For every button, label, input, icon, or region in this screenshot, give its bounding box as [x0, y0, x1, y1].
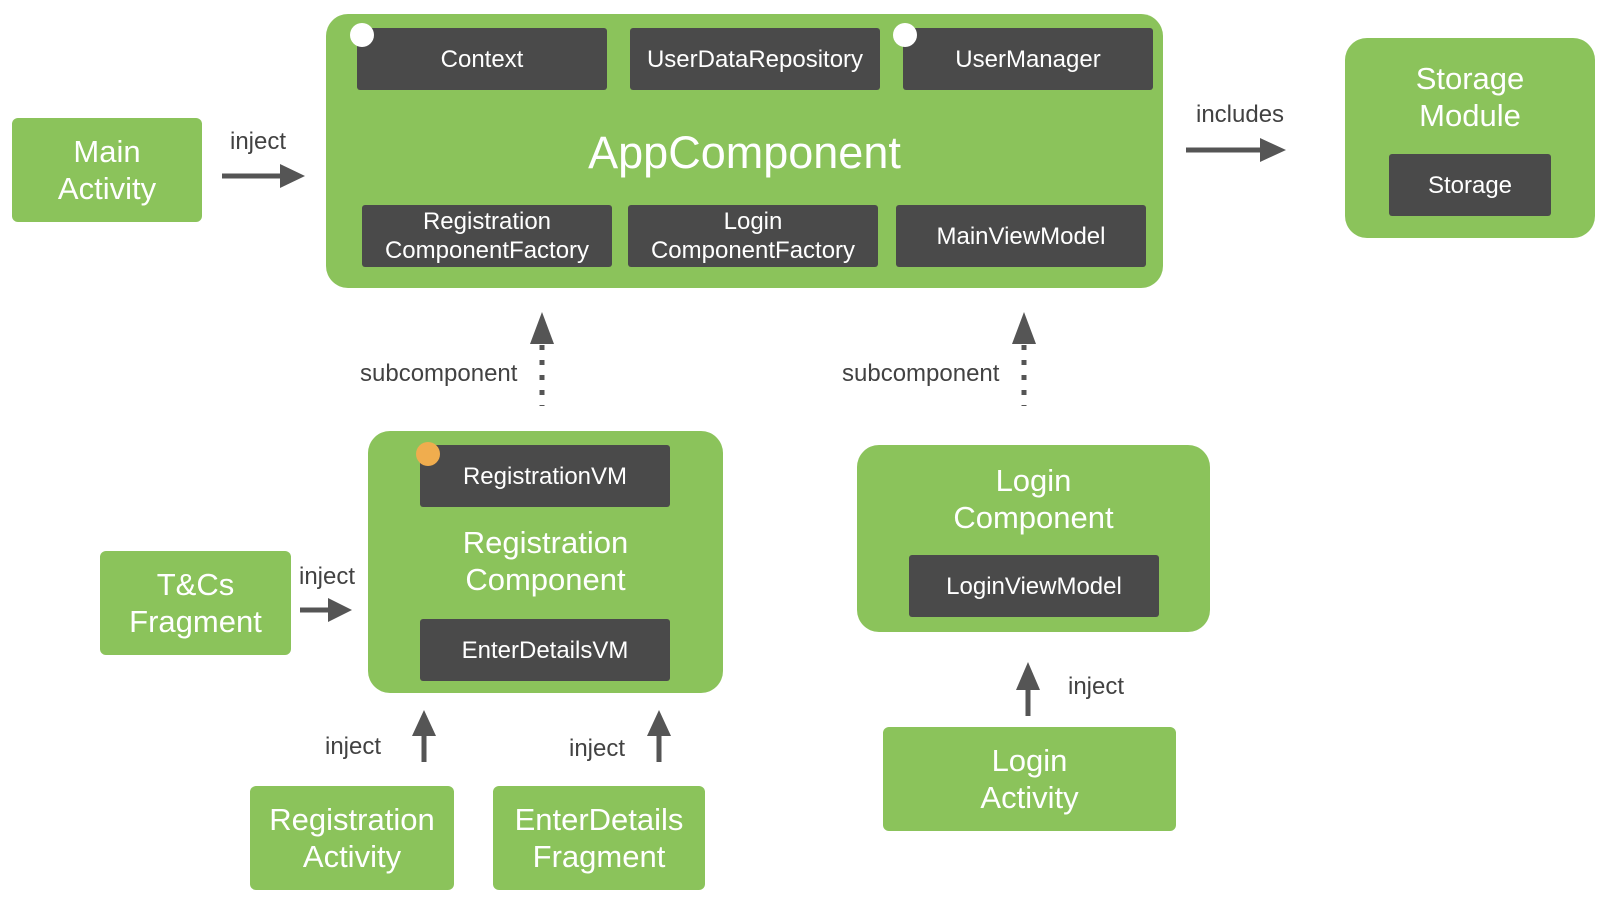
arrow-includes [1186, 138, 1286, 162]
main-activity-box: Main Activity [12, 118, 202, 222]
scope-dot-context [350, 23, 374, 47]
scope-dot-registration-vm [416, 442, 440, 466]
storage-module: Storage Module Storage [1345, 38, 1595, 238]
enter-details-vm-item: EnterDetailsVM [420, 619, 670, 681]
login-component-factory-item: Login ComponentFactory [628, 205, 878, 267]
main-view-model-item: MainViewModel [896, 205, 1146, 267]
user-manager-item: UserManager [903, 28, 1153, 90]
user-data-repository-item: UserDataRepository [630, 28, 880, 90]
storage-module-title: Storage Module [1415, 61, 1525, 133]
label-inject-main: inject [230, 128, 287, 155]
login-view-model-item: LoginViewModel [909, 555, 1159, 617]
arrow-subcomponent-login [1012, 312, 1036, 406]
label-inject-login-activity: inject [1068, 673, 1125, 700]
arrow-inject-tcs [300, 598, 352, 622]
registration-component-title: Registration Component [462, 525, 629, 597]
context-item: Context [357, 28, 607, 90]
label-inject-enter-details: inject [569, 735, 626, 762]
label-inject-tcs: inject [299, 563, 356, 590]
registration-component: RegistrationVM Registration Component En… [368, 431, 723, 693]
login-activity-box: Login Activity [883, 727, 1176, 831]
storage-item: Storage [1389, 154, 1551, 216]
enter-details-fragment-box: EnterDetails Fragment [493, 786, 705, 890]
registration-activity-box: Registration Activity [250, 786, 454, 890]
arrow-inject-main [222, 164, 305, 188]
login-component: Login Component LoginViewModel [857, 445, 1210, 632]
label-inject-registration-activity: inject [325, 733, 382, 760]
label-includes: includes [1196, 101, 1285, 128]
arrow-subcomponent-registration [530, 312, 554, 406]
login-component-title: Login Component [953, 463, 1114, 535]
arrow-inject-login-activity [1016, 662, 1040, 716]
arrow-inject-registration-activity [412, 710, 436, 762]
label-subcomponent-login: subcomponent [842, 360, 1000, 387]
registration-component-factory-item: Registration ComponentFactory [362, 205, 612, 267]
label-subcomponent-registration: subcomponent [360, 360, 518, 387]
scope-dot-user-manager [893, 23, 917, 47]
tcs-fragment-box: T&Cs Fragment [100, 551, 291, 655]
app-component: Context UserDataRepository UserManager A… [326, 14, 1163, 288]
registration-vm-item: RegistrationVM [420, 445, 670, 507]
app-component-title: AppComponent [588, 127, 901, 178]
arrow-inject-enter-details [647, 710, 671, 762]
